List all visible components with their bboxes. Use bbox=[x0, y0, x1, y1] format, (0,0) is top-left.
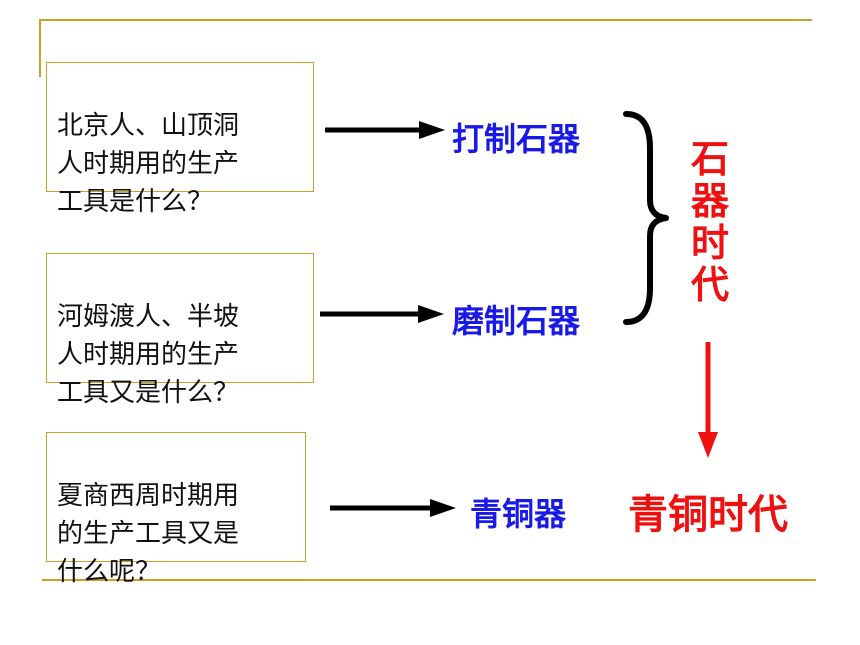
arrow-down-icon bbox=[698, 342, 718, 458]
top-rule bbox=[40, 19, 812, 21]
question-box-2: 河姆渡人、半坡 人时期用的生产 工具又是什么？ bbox=[46, 253, 314, 408]
era-label-bronze-age: 青铜时代 bbox=[628, 492, 788, 538]
question-text-2: 河姆渡人、半坡 人时期用的生产 工具又是什么？ bbox=[57, 302, 240, 408]
question-box-3: 夏商西周时期用 的生产工具又是 什么呢？ bbox=[46, 432, 306, 587]
arrow-right-icon bbox=[320, 305, 444, 323]
tool-label-polished-stone: 磨制石器 bbox=[452, 302, 581, 340]
question-box-1: 北京人、山顶洞 人时期用的生产 工具是什么？ bbox=[46, 62, 314, 217]
arrow-right-icon bbox=[330, 499, 456, 517]
arrow-right-icon bbox=[325, 121, 445, 139]
left-rule bbox=[39, 19, 41, 77]
tool-label-bronze: 青铜器 bbox=[470, 495, 567, 533]
question-text-3: 夏商西周时期用 的生产工具又是 什么呢？ bbox=[57, 481, 240, 587]
question-text-1: 北京人、山顶洞 人时期用的生产 工具是什么？ bbox=[57, 111, 240, 217]
era-label-stone-age: 石器时代 bbox=[690, 137, 729, 307]
tool-label-chipped-stone: 打制石器 bbox=[452, 120, 581, 158]
curly-brace-icon bbox=[623, 111, 669, 325]
bottom-rule bbox=[42, 579, 816, 581]
